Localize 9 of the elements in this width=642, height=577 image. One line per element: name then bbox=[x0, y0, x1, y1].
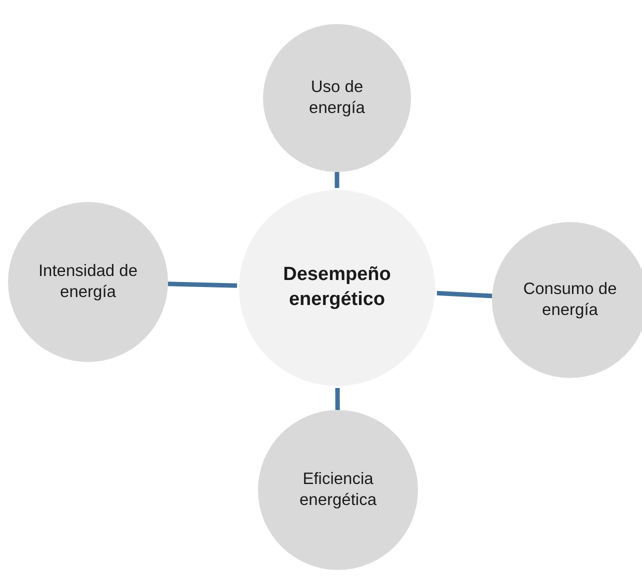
connector-line bbox=[334, 172, 340, 188]
circle-label: Uso de energía bbox=[308, 76, 366, 119]
connector-line bbox=[168, 282, 238, 288]
connector-line bbox=[436, 290, 492, 298]
circle-label: Intensidad de energía bbox=[38, 260, 138, 303]
circle-label: Eficiencia energética bbox=[298, 468, 378, 511]
connector-line bbox=[335, 388, 340, 410]
circle-label: Consumo de energía bbox=[522, 278, 618, 321]
circle-label: Desempeño energético bbox=[282, 263, 392, 312]
